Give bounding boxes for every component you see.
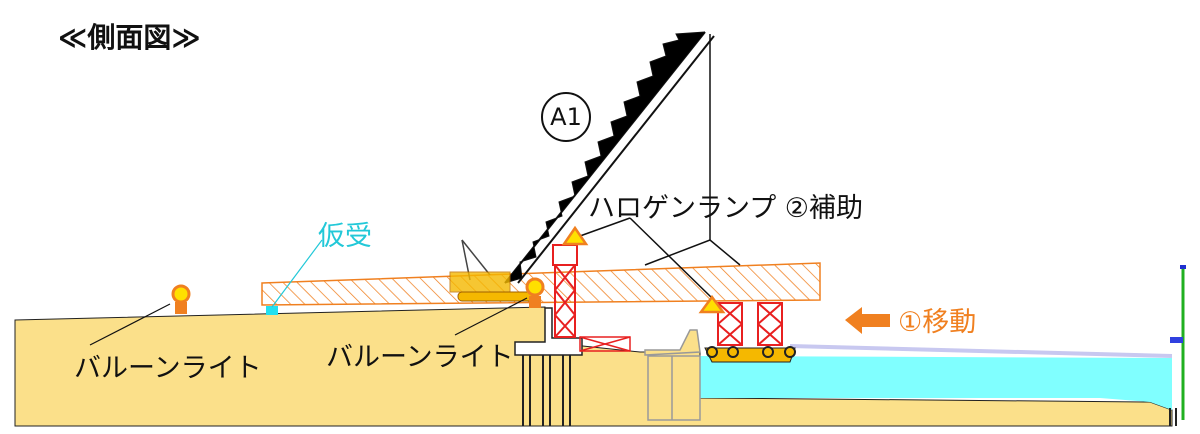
- page-title: ≪側面図≫: [58, 21, 201, 54]
- balloon-light-icon: [525, 277, 545, 308]
- pier: [644, 329, 701, 421]
- temporary-support-label: 仮受: [318, 221, 372, 252]
- move-label: ①移動: [898, 307, 977, 338]
- survey-pole: [1169, 265, 1186, 426]
- balloon-light-label-left: バルーンライト: [74, 353, 262, 384]
- balloon-light-icon: [171, 284, 191, 314]
- abutment-label: A1: [541, 92, 591, 142]
- halogen-lamp-label: ハロゲンランプ ②補助: [588, 193, 863, 224]
- halogen-lamp-icon: [561, 225, 589, 246]
- crawler-crane: [449, 31, 741, 302]
- bent-tower-barge-2: [757, 302, 783, 346]
- temporary-truss: [579, 336, 631, 352]
- bent-tower-abutment: [552, 244, 578, 338]
- water: [700, 356, 1172, 410]
- balloon-light-label-right: バルーンライト: [326, 342, 514, 373]
- temporary-support-icon: [266, 306, 278, 315]
- bent-tower-barge-1: [717, 302, 743, 346]
- halogen-leaders: [579, 217, 713, 299]
- abutment-piles: [522, 352, 571, 426]
- water-surface: [789, 344, 1173, 358]
- abutment: [514, 307, 583, 356]
- halogen-lamp-icon: [698, 294, 726, 314]
- barge: [704, 346, 796, 363]
- move-arrow-icon[interactable]: [845, 307, 890, 334]
